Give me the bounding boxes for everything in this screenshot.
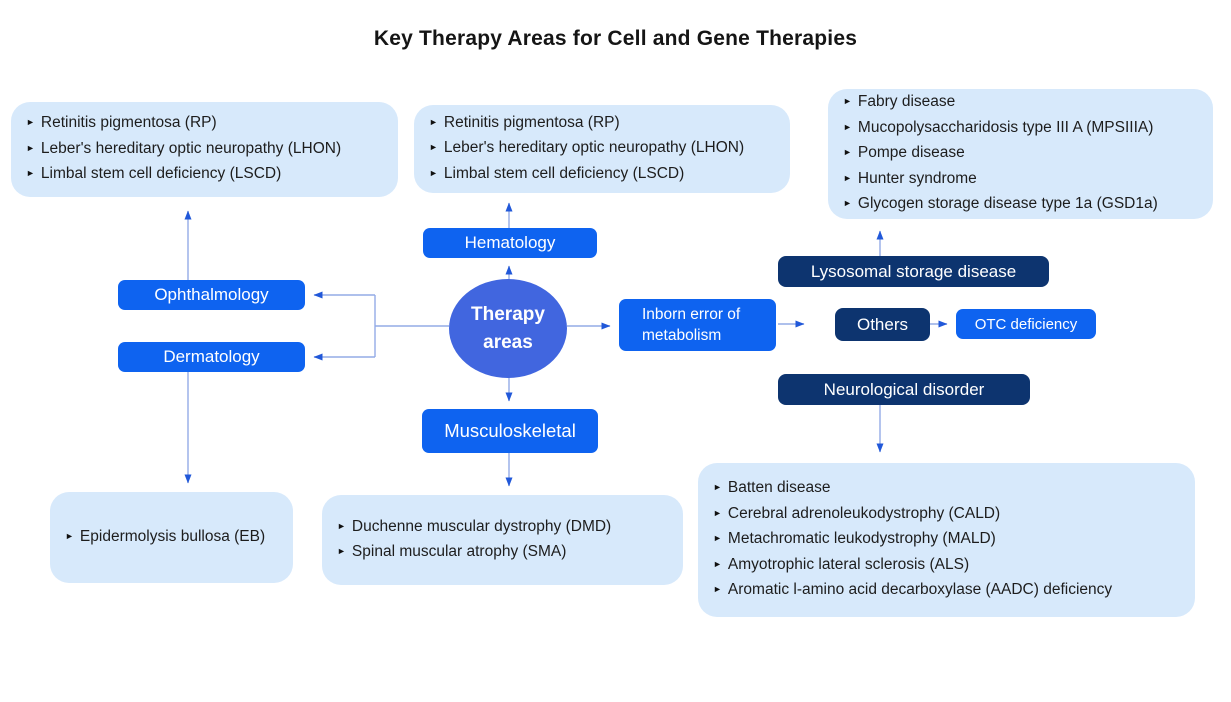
bullet-icon: ► [26, 168, 35, 179]
disease-label: Metachromatic leukodystrophy (MALD) [727, 530, 996, 548]
list-item: ► Retinitis pigmentosa (RP) [26, 111, 388, 137]
therapy-areas-node: Therapy areas [449, 279, 567, 378]
hematology-disease-box: ► Retinitis pigmentosa (RP) ► Leber's here… [414, 105, 790, 193]
list-item: ► Spinal muscular atrophy (SMA) [337, 540, 673, 566]
disease-label: Aromatic l-amino acid decarboxylase (AAD… [727, 581, 1113, 599]
bullet-icon: ► [429, 142, 438, 153]
list-item: ► Pompe disease [843, 141, 1203, 167]
list-item: ► Glycogen storage disease type 1a (GSD1a… [843, 192, 1203, 218]
bullet-icon: ► [713, 482, 722, 493]
bullet-icon: ► [843, 172, 852, 183]
node-lysosomal: Lysosomal storage disease [778, 256, 1049, 287]
list-item: ► Amyotrophic lateral sclerosis (ALS) [713, 553, 1185, 579]
disease-label: Leber's hereditary optic neuropathy (LHO… [40, 139, 342, 157]
bullet-icon: ► [713, 533, 722, 544]
disease-label: Glycogen storage disease type 1a (GSD1a) [857, 195, 1158, 213]
list-item: ► Metachromatic leukodystrophy (MALD) [713, 527, 1185, 553]
list-item: ► Batten disease [713, 476, 1185, 502]
node-inborn-error: Inborn error of metabolism [619, 299, 776, 351]
bullet-icon: ► [843, 198, 852, 209]
disease-label: Retinitis pigmentosa (RP) [40, 114, 217, 132]
bullet-icon: ► [26, 117, 35, 128]
node-musculoskeletal: Musculoskeletal [422, 409, 598, 453]
bullet-icon: ► [337, 520, 346, 531]
list-item: ► Duchenne muscular dystrophy (DMD) [337, 515, 673, 541]
list-item: ► Leber's hereditary optic neuropathy (LH… [26, 137, 388, 163]
disease-label: Pompe disease [857, 144, 965, 162]
disease-label: Amyotrophic lateral sclerosis (ALS) [727, 555, 970, 573]
node-neurological: Neurological disorder [778, 374, 1030, 405]
list-item: ► Aromatic l-amino acid decarboxylase (AA… [713, 578, 1185, 604]
bullet-icon: ► [843, 121, 852, 132]
ophthalmology-disease-box: ► Retinitis pigmentosa (RP) ► Leber's here… [11, 102, 398, 197]
bullet-icon: ► [843, 147, 852, 158]
disease-label: Batten disease [727, 479, 831, 497]
disease-label: Leber's hereditary optic neuropathy (LHO… [443, 139, 745, 157]
disease-label: Spinal muscular atrophy (SMA) [351, 543, 567, 560]
neurological-disease-box: ► Batten disease ► Cerebral adrenoleukodys… [698, 463, 1195, 617]
list-item: ► Mucopolysaccharidosis type III A (MPSII… [843, 116, 1203, 142]
bullet-icon: ► [843, 96, 852, 107]
bullet-icon: ► [429, 167, 438, 178]
disease-label: Cerebral adrenoleukodystrophy (CALD) [727, 504, 1001, 522]
disease-label: Limbal stem cell deficiency (LSCD) [443, 164, 685, 182]
bullet-icon: ► [429, 116, 438, 127]
disease-label: Fabry disease [857, 93, 956, 111]
musculoskeletal-disease-box: ► Duchenne muscular dystrophy (DMD) ► Spin… [322, 495, 683, 585]
node-hematology: Hematology [423, 228, 597, 258]
list-item: ► Limbal stem cell deficiency (LSCD) [26, 162, 388, 188]
node-otc-deficiency: OTC deficiency [956, 309, 1096, 339]
lysosomal-disease-box: ► Fabry disease ► Mucopolysaccharidosis ty… [828, 89, 1213, 219]
list-item: ► Hunter syndrome [843, 167, 1203, 193]
node-ophthalmology: Ophthalmology [118, 280, 305, 310]
bullet-icon: ► [713, 584, 722, 595]
node-others: Others [835, 308, 930, 341]
bullet-icon: ► [65, 530, 74, 541]
disease-label: Hunter syndrome [857, 169, 977, 187]
disease-label: Limbal stem cell deficiency (LSCD) [40, 165, 282, 183]
disease-label: Epidermolysis bullosa (EB) [79, 527, 266, 545]
list-item: ► Epidermolysis bullosa (EB) [65, 525, 283, 551]
list-item: ► Leber's hereditary optic neuropathy (LH… [429, 136, 780, 162]
bullet-icon: ► [713, 558, 722, 569]
list-item: ► Retinitis pigmentosa (RP) [429, 111, 780, 137]
disease-label: Mucopolysaccharidosis type III A (MPSIII… [857, 118, 1154, 136]
page-title: Key Therapy Areas for Cell and Gene Ther… [373, 27, 858, 50]
node-dermatology: Dermatology [118, 342, 305, 372]
bullet-icon: ► [26, 142, 35, 153]
dermatology-disease-box: ► Epidermolysis bullosa (EB) [50, 492, 293, 583]
list-item: ► Cerebral adrenoleukodystrophy (CALD) [713, 502, 1185, 528]
list-item: ► Fabry disease [843, 90, 1203, 116]
bullet-icon: ► [337, 546, 346, 556]
bullet-icon: ► [713, 507, 722, 518]
disease-label: Retinitis pigmentosa (RP) [443, 113, 620, 131]
list-item: ► Limbal stem cell deficiency (LSCD) [429, 162, 780, 188]
disease-label: Duchenne muscular dystrophy (DMD) [351, 517, 612, 535]
